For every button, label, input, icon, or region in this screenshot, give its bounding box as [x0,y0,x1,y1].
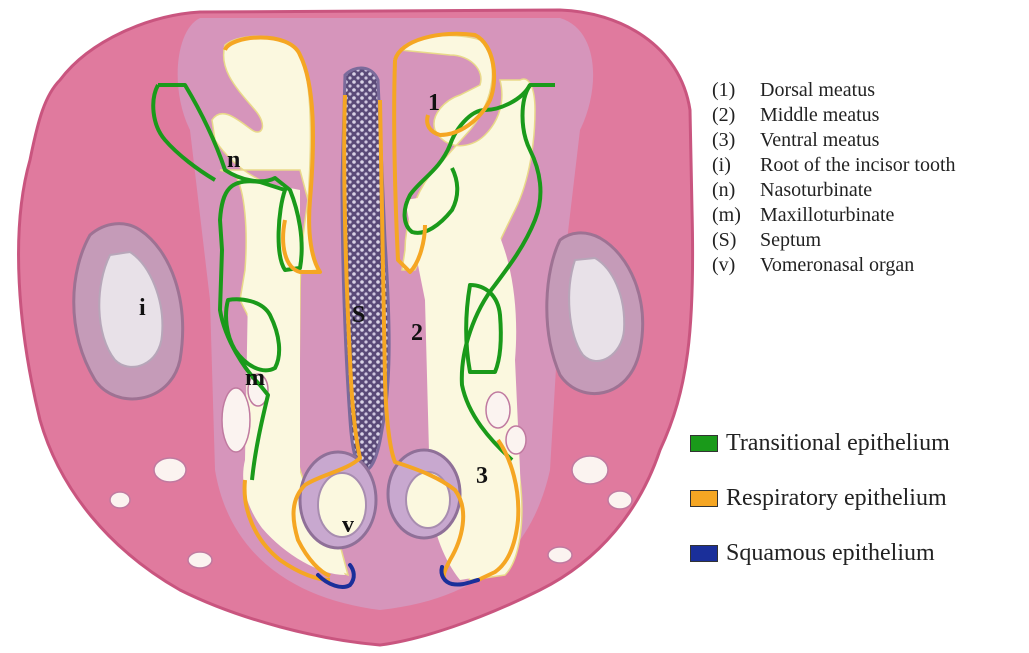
epithelium-legend: Transitional epithelium Respiratory epit… [690,428,950,593]
legend-label-squamous: Squamous epithelium [726,540,935,567]
abbrev-text: Ventral meatus [760,129,879,151]
abbrev-text: Maxilloturbinate [760,204,894,226]
abbrev-text: Vomeronasal organ [760,254,914,276]
label-maxilloturbinate: m [245,365,265,391]
abbrev-code: (S) [712,228,760,253]
label-septum: S [352,302,365,328]
abbrev-text: Nasoturbinate [760,179,872,201]
abbrev-item: (S)Septum [712,228,956,253]
abbrev-item: (m)Maxilloturbinate [712,203,956,228]
label-dorsal-meatus: 1 [428,90,440,116]
abbrev-code: (m) [712,203,760,228]
abbrev-item: (n)Nasoturbinate [712,178,956,203]
legend-label-respiratory: Respiratory epithelium [726,485,947,512]
label-nasoturbinate: n [227,147,240,173]
abbrev-code: (v) [712,253,760,278]
abbrev-item: (i)Root of the incisor tooth [712,153,956,178]
abbrev-code: (n) [712,178,760,203]
abbrev-text: Dorsal meatus [760,79,875,101]
abbrev-text: Septum [760,229,821,251]
abbrev-code: (1) [712,78,760,103]
legend-item-transitional: Transitional epithelium [690,428,950,458]
legend-item-squamous: Squamous epithelium [690,538,950,568]
label-middle-meatus: 2 [411,320,423,346]
abbrev-code: (2) [712,103,760,128]
abbrev-item: (2)Middle meatus [712,103,956,128]
abbrev-text: Root of the incisor tooth [760,154,956,176]
abbrev-item: (3)Ventral meatus [712,128,956,153]
abbreviation-list: (1)Dorsal meatus (2)Middle meatus (3)Ven… [712,78,956,278]
label-incisor: i [139,295,146,321]
label-vomeronasal: v [342,512,354,538]
legend-item-respiratory: Respiratory epithelium [690,483,950,513]
abbrev-code: (3) [712,128,760,153]
label-ventral-meatus: 3 [476,463,488,489]
legend-swatch-transitional [690,435,718,452]
legend-swatch-respiratory [690,490,718,507]
abbrev-item: (v)Vomeronasal organ [712,253,956,278]
abbrev-item: (1)Dorsal meatus [712,78,956,103]
legend-swatch-squamous [690,545,718,562]
abbrev-code: (i) [712,153,760,178]
abbrev-text: Middle meatus [760,104,879,126]
legend-label-transitional: Transitional epithelium [726,430,950,457]
